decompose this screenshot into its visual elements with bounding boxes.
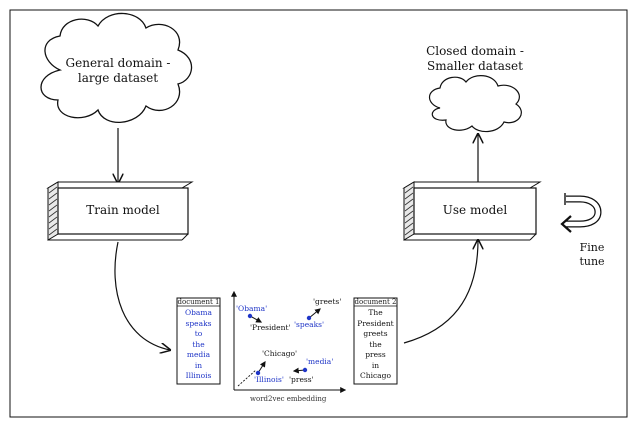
document2-word: Chicago xyxy=(360,371,391,380)
train-model-label: Train model xyxy=(86,203,160,217)
fine-tune-label: Fine tune xyxy=(572,241,612,269)
point-obama xyxy=(247,313,253,319)
document1-box xyxy=(176,297,221,385)
document2-word: greets xyxy=(363,329,388,338)
embedding-word-obama: 'Obama' xyxy=(236,304,268,313)
embedding-word-media: 'media' xyxy=(306,357,334,366)
document2-word: The xyxy=(368,308,383,317)
document2-text: The President greets the press in Chicag… xyxy=(354,308,397,382)
fine-tune-icon xyxy=(560,193,602,233)
closed-domain-label: Closed domain - Smaller dataset xyxy=(410,44,540,74)
closed-domain-line2: Smaller dataset xyxy=(427,59,523,73)
document1-text: Obama speaks to the media in Illinois xyxy=(177,308,220,382)
general-domain-label: General domain - large dataset xyxy=(58,56,178,86)
document1-title: document 1 xyxy=(177,298,220,306)
document1-word: speaks xyxy=(185,318,212,328)
document2-title: document 2 xyxy=(354,298,397,306)
point-media xyxy=(302,367,308,373)
document2-word: press xyxy=(365,350,386,359)
embedding-word-president: 'President' xyxy=(250,323,291,332)
closed-domain-line1: Closed domain - xyxy=(426,44,524,58)
embedding-word-illinois: 'Illinois' xyxy=(254,375,284,384)
fine-tune-line2: tune xyxy=(579,254,605,268)
embedding-word-greets: 'greets' xyxy=(313,297,342,306)
general-domain-line1: General domain - xyxy=(65,56,171,70)
use-model-box xyxy=(402,181,542,241)
train-model-box xyxy=(46,181,194,241)
embedding-word-chicago: 'Chicago' xyxy=(262,349,298,358)
document1-word: Obama xyxy=(184,308,212,317)
vector-speaks-greets xyxy=(308,308,321,319)
document1-word: media xyxy=(186,350,211,359)
embedding-word-speaks: 'speaks' xyxy=(294,320,325,329)
document1-word: the xyxy=(192,339,205,349)
fine-tune-line1: Fine xyxy=(579,241,605,254)
document2-word: the xyxy=(369,339,382,349)
embedding-word-press: 'press' xyxy=(289,375,314,384)
origin-vector xyxy=(237,369,257,387)
embedding-axis-caption: word2vec embedding xyxy=(250,395,327,403)
point-illinois xyxy=(255,370,261,376)
general-domain-line2: large dataset xyxy=(77,71,159,85)
use-model-label: Use model xyxy=(442,203,508,217)
document2-word: President xyxy=(357,318,394,328)
document2-box xyxy=(353,297,398,385)
point-speaks xyxy=(306,315,312,321)
document2-word: in xyxy=(371,360,380,370)
document1-word: in xyxy=(194,360,203,370)
general-domain-cloud xyxy=(40,12,193,123)
closed-domain-cloud xyxy=(428,75,522,133)
outer-frame xyxy=(9,9,628,418)
arrow-documents-to-use xyxy=(403,240,478,344)
document1-word: Illinois xyxy=(185,371,212,380)
document1-word: to xyxy=(194,329,203,338)
arrow-train-to-documents xyxy=(114,241,170,350)
embedding-chart xyxy=(231,290,347,393)
